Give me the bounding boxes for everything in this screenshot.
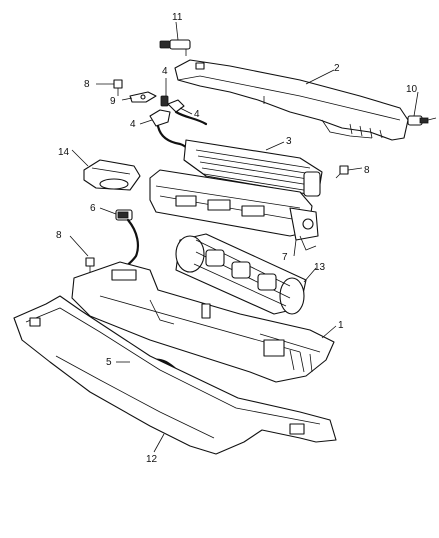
- part-7-lower-housing: [149, 169, 319, 251]
- part-3-heater-core: [183, 139, 323, 197]
- callout-3: 3: [286, 136, 292, 147]
- callout-14: 14: [58, 147, 70, 158]
- callout-9: 9: [110, 96, 116, 107]
- part-2-upper-duct: [174, 59, 409, 141]
- callout-2: 2: [334, 63, 340, 74]
- callout-4-left: 4: [130, 119, 136, 130]
- callout-6: 6: [90, 203, 96, 214]
- part-10-connector: [407, 115, 437, 126]
- part-12-support-tray: [13, 295, 337, 455]
- part-1-base-housing: [71, 261, 335, 383]
- callout-labels: 11 2 10 8 4 9 4 4 3 14 8 6 8 7 13 1 5 12: [56, 12, 418, 465]
- part-11-sensor: [159, 39, 191, 56]
- part-9-clip: [129, 91, 157, 103]
- callout-11: 11: [172, 12, 183, 23]
- part-6-connector: [115, 209, 139, 272]
- callout-10: 10: [406, 84, 418, 95]
- callout-4-right: 4: [194, 109, 200, 120]
- callout-13: 13: [314, 262, 326, 273]
- part-13-blower-wheel: [175, 233, 307, 315]
- part-14-mount: [83, 159, 141, 191]
- callout-4-upper: 4: [162, 66, 168, 77]
- part-8-screw-right: [335, 165, 349, 179]
- callout-5: 5: [106, 357, 112, 368]
- callout-1: 1: [338, 320, 344, 331]
- callout-12: 12: [146, 454, 158, 465]
- callout-7: 7: [282, 252, 288, 263]
- callout-8-left: 8: [56, 230, 62, 241]
- callout-8-right: 8: [364, 165, 370, 176]
- part-8-screw-top: [113, 79, 123, 96]
- callout-8-top: 8: [84, 79, 90, 90]
- leader-lines: [69, 21, 419, 453]
